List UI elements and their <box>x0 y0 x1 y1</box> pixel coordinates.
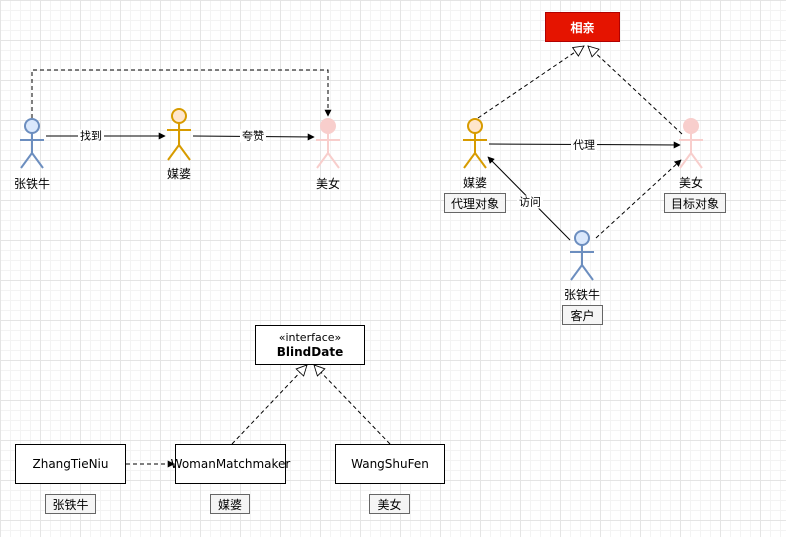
edge-zhang-to-meinv <box>595 159 682 239</box>
interface-stereotype: «interface» <box>278 331 342 344</box>
actor-meinv-label: 美女 <box>315 177 341 191</box>
actor-zhang-label: 张铁牛 <box>13 177 51 191</box>
edge-meipo-to-goal <box>477 46 584 119</box>
goal-box-blind-date: 相亲 <box>545 12 620 42</box>
role-tag-proxy-object: 代理对象 <box>444 193 506 213</box>
tag-meipo: 媒婆 <box>210 494 250 514</box>
class-womanmatchmaker: WomanMatchmaker <box>171 444 290 484</box>
actor-zhang-d2-icon <box>570 230 594 281</box>
actor-meinv-d1-icon <box>316 118 340 169</box>
role-tag-client: 客户 <box>562 305 603 325</box>
edge-label-found: 找到 <box>78 129 104 143</box>
actor-zhang-d1-icon <box>20 118 44 169</box>
edge-wangshufen-to-blinddate <box>314 365 391 445</box>
actor-meinv-d2-icon <box>679 118 703 169</box>
actor-meipo-d1-icon <box>167 108 191 161</box>
edge-womanmatchmaker-to-blinddate <box>231 365 307 445</box>
role-tag-target-object: 目标对象 <box>664 193 726 213</box>
interface-name: BlindDate <box>276 345 344 359</box>
edge-label-visit: 访问 <box>517 195 543 209</box>
tag-zhang: 张铁牛 <box>45 494 96 514</box>
actor-zhang-label: 张铁牛 <box>563 288 601 302</box>
interface-blinddate: «interface» BlindDate <box>255 325 365 365</box>
actor-meipo-label: 媒婆 <box>462 176 488 190</box>
actor-meipo-label: 媒婆 <box>166 167 192 181</box>
class-wangshufen: WangShuFen <box>335 444 445 484</box>
class-zhangtieniu: ZhangTieNiu <box>15 444 126 484</box>
actor-meinv-label: 美女 <box>678 176 704 190</box>
edge-zhang-to-meinv-dashed <box>31 69 332 118</box>
edge-label-praise: 夸赞 <box>240 129 266 143</box>
edge-label-proxy: 代理 <box>571 138 597 152</box>
edge-meinv-to-goal <box>588 46 683 135</box>
tag-meinv: 美女 <box>369 494 410 514</box>
actor-meipo-d2-icon <box>463 118 487 169</box>
